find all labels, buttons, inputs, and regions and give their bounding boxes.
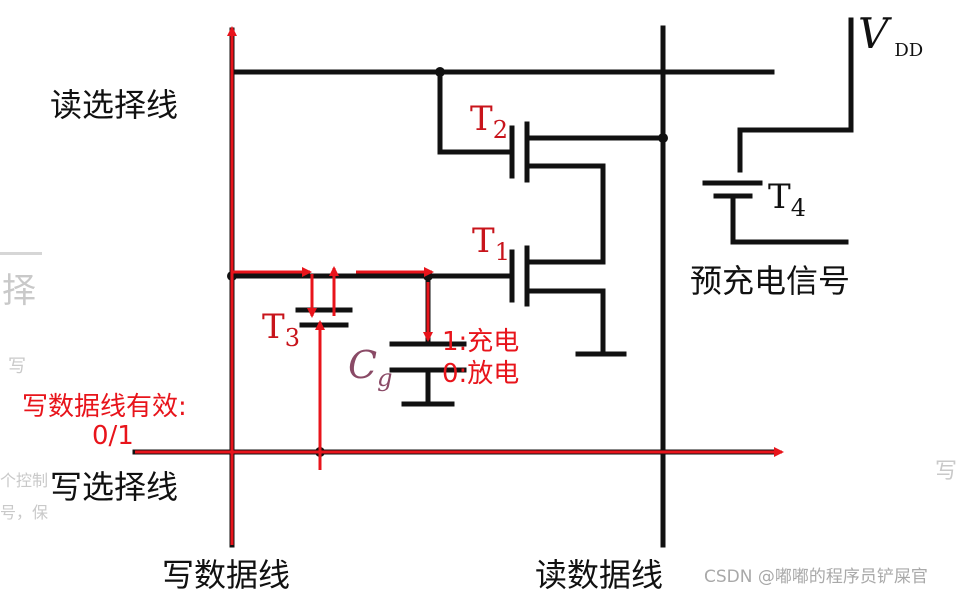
- annotation-write-valid: 写数据线有效:: [22, 392, 187, 422]
- label-write-select: 写选择线: [50, 468, 178, 506]
- label-t3: T3: [262, 307, 300, 352]
- red-annotation-arrows: [135, 26, 784, 545]
- csdn-watermark: CSDN @嘟嘟的程序员铲屎官: [704, 567, 928, 587]
- faded-text-left-guarantee: 号，保: [0, 503, 48, 522]
- label-t4: T4: [768, 177, 806, 222]
- label-cg: Cg: [348, 343, 392, 392]
- label-precharge: 预充电信号: [690, 262, 850, 300]
- red-annotation-text: 1:充电 0:放电 写数据线有效: 0/1: [22, 327, 519, 451]
- faded-background-fragments: 择 写 个控制 号，保 写: [0, 252, 957, 522]
- t2-gate-wire: [437, 69, 515, 155]
- label-read-select: 读选择线: [50, 86, 178, 124]
- faded-char-left-big: 择: [2, 271, 36, 311]
- t1-source: [524, 288, 606, 357]
- label-read-data: 读数据线: [535, 556, 663, 593]
- label-t2: T2: [470, 99, 508, 144]
- annotation-discharge: 0:放电: [442, 359, 519, 389]
- faded-char-left-small: 写: [8, 356, 26, 377]
- line-labels: 读选择线 写选择线 写数据线 读数据线 预充电信号: [50, 86, 850, 593]
- annotation-write-valid-values: 0/1: [92, 421, 134, 451]
- vdd-wire: [737, 17, 854, 173]
- t4-signal-wire: [730, 193, 849, 245]
- label-t1: T1: [472, 221, 510, 266]
- annotation-charge: 1:充电: [442, 327, 519, 357]
- faded-text-left-control: 个控制: [0, 471, 48, 490]
- label-write-data: 写数据线: [162, 556, 290, 593]
- t2-source: [524, 163, 606, 265]
- faded-char-right: 写: [935, 459, 957, 484]
